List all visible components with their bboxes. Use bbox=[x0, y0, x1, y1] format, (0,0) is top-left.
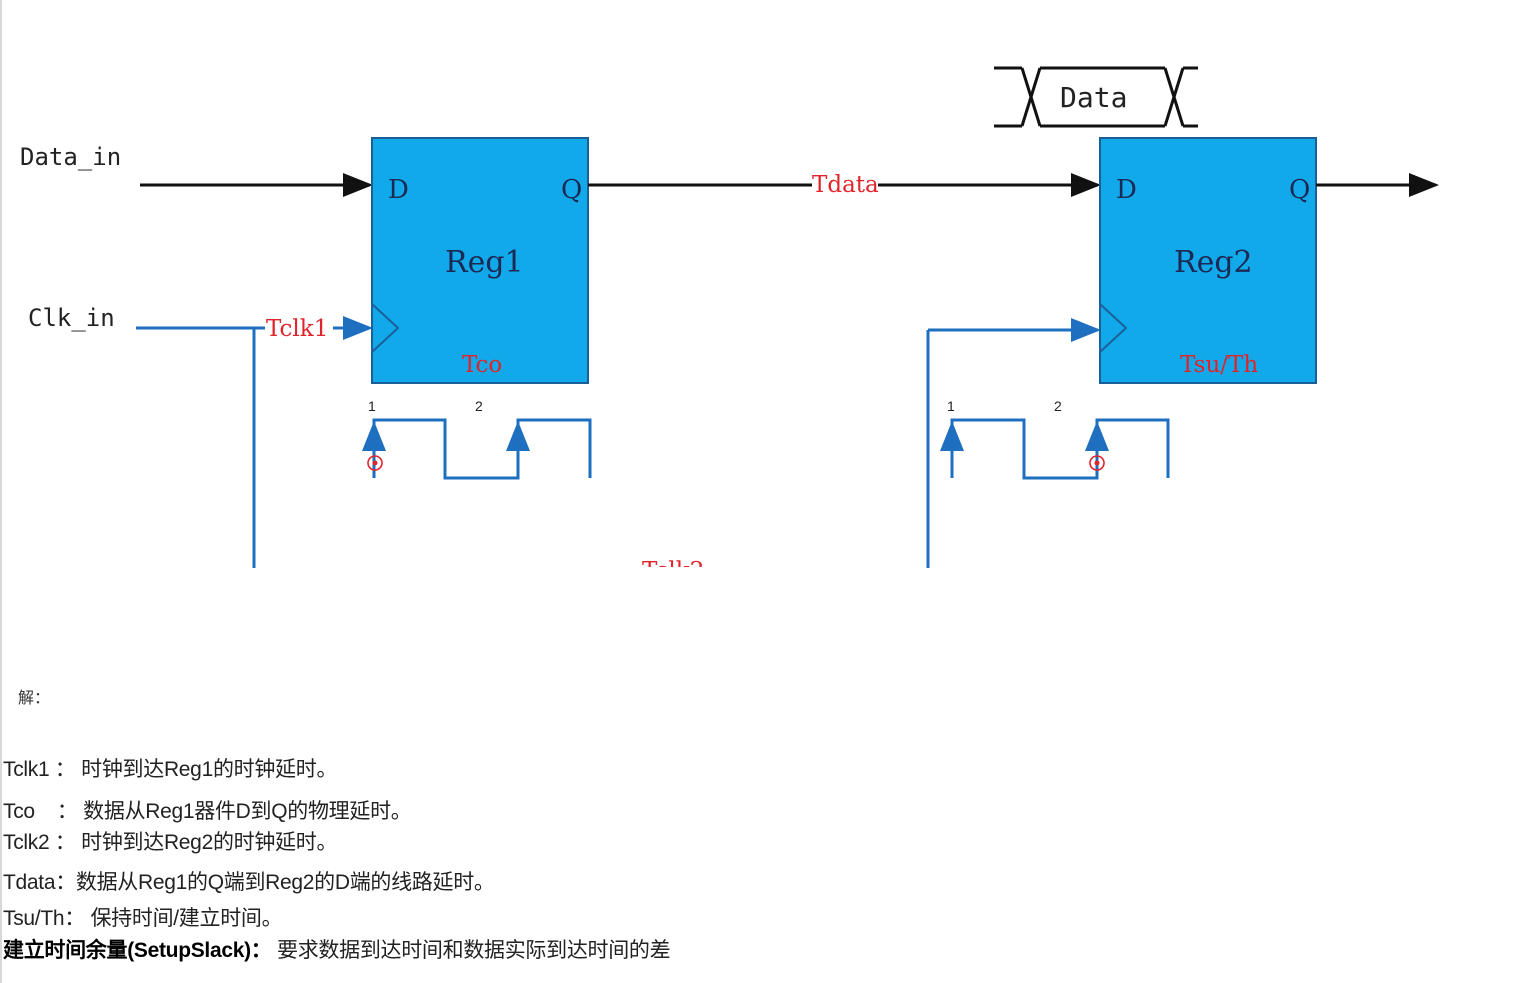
tdata-label: Tdata bbox=[812, 172, 879, 198]
data-valid-window bbox=[994, 66, 1198, 128]
clock-right-waveform bbox=[950, 418, 1170, 480]
definition-tdata: Tdata：数据从Reg1的Q端到Reg2的D端的线路延时。 bbox=[3, 866, 495, 896]
tclk2-label: Tclk2 bbox=[642, 558, 704, 570]
reg2-box bbox=[1099, 137, 1317, 384]
definition-desc: 时钟到达Reg1的时钟延时。 bbox=[81, 758, 338, 781]
definition-desc: 数据从Reg1的Q端到Reg2的D端的线路延时。 bbox=[75, 871, 495, 894]
clock-right-capture-marker bbox=[1089, 455, 1105, 471]
definition-desc: 保持时间/建立时间。 bbox=[90, 907, 283, 930]
reg2-name: Reg2 bbox=[1174, 245, 1253, 280]
data-window-label: Data bbox=[1060, 81, 1127, 114]
reg1-tco-label: Tco bbox=[462, 352, 502, 378]
setup-slack-desc: 要求数据到达时间和数据实际到达时间的差 bbox=[271, 939, 671, 962]
definition-term: Tdata： bbox=[3, 871, 76, 894]
definition-tclk1: Tclk1 ： 时钟到达Reg1的时钟延时。 bbox=[3, 753, 337, 783]
clk-in-label: Clk_in bbox=[28, 304, 115, 332]
definition-tsu-th: Tsu/Th： 保持时间/建立时间。 bbox=[3, 902, 283, 932]
clock-left-edge-1: 1 bbox=[368, 398, 376, 414]
reg1-clock-triangle bbox=[371, 303, 400, 353]
definition-term: Tclk2 ： bbox=[3, 831, 76, 854]
reg2-clock-triangle bbox=[1099, 303, 1128, 353]
definition-desc: 数据从Reg1器件D到Q的物理延时。 bbox=[83, 800, 412, 823]
definition-term: Tsu/Th： bbox=[3, 907, 85, 930]
clock-left-waveform bbox=[372, 418, 592, 480]
timing-diagram: Data_in Clk_in D Q Reg1 Tco Tclk1 Tdata … bbox=[20, 66, 1439, 570]
clock-left-launch-marker bbox=[367, 455, 383, 471]
reg2-q-pin: Q bbox=[1289, 175, 1310, 205]
clock-left-edge-2: 2 bbox=[475, 398, 483, 414]
reg2-tsu-th-label: Tsu/Th bbox=[1180, 352, 1258, 378]
reg1-d-pin: D bbox=[388, 175, 409, 205]
solution-label: 解： bbox=[18, 688, 51, 707]
setup-slack-definition: 建立时间余量(SetupSlack)： 要求数据到达时间和数据实际到达时间的差 bbox=[3, 934, 671, 964]
setup-slack-term: 建立时间余量(SetupSlack)： bbox=[3, 939, 272, 962]
clock-right-edge-2: 2 bbox=[1054, 398, 1062, 414]
page-left-border bbox=[0, 0, 2, 983]
definition-term: Tclk1 ： bbox=[3, 758, 76, 781]
reg1-name: Reg1 bbox=[445, 245, 524, 280]
reg1-box bbox=[371, 137, 589, 384]
definition-tclk2: Tclk2 ： 时钟到达Reg2的时钟延时。 bbox=[3, 826, 337, 856]
definition-tco: Tco ： 数据从Reg1器件D到Q的物理延时。 bbox=[3, 795, 412, 825]
reg2-d-pin: D bbox=[1116, 175, 1137, 205]
reg1-q-pin: Q bbox=[561, 175, 582, 205]
tclk1-label: Tclk1 bbox=[266, 316, 328, 342]
data-in-label: Data_in bbox=[20, 143, 121, 171]
definition-desc: 时钟到达Reg2的时钟延时。 bbox=[81, 831, 338, 854]
clock-right-edge-1: 1 bbox=[947, 398, 955, 414]
definition-term: Tco ： bbox=[3, 800, 78, 823]
